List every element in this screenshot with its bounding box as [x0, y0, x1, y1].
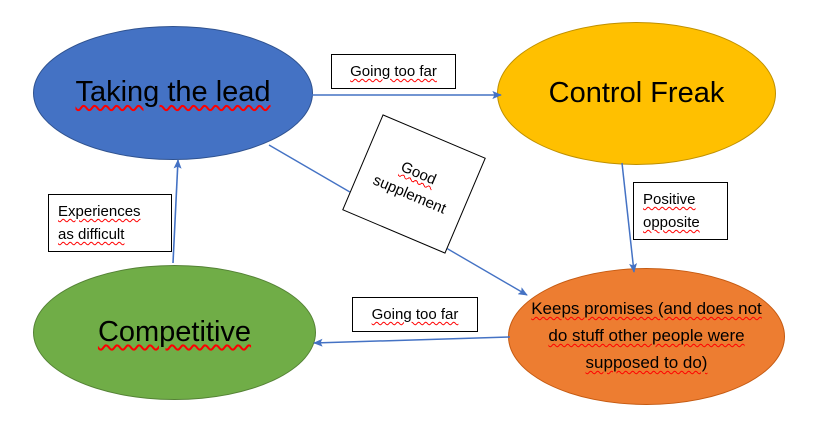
node-competitive[interactable]: Competitive — [33, 265, 316, 400]
node-keeps-promises-line-1: Keeps promises (and does not — [531, 299, 762, 319]
edge-label-good-supplement[interactable]: Good supplement — [342, 114, 486, 254]
edge-label-experiences-as-difficult[interactable]: Experiences as difficult — [48, 194, 172, 252]
node-taking-the-lead-label: Taking the lead — [75, 76, 271, 109]
edge-label-positive-opposite[interactable]: Positive opposite — [633, 182, 728, 240]
edge-label-going-too-far-top-text: Going too far — [350, 62, 437, 80]
arrow-competitive-to-lead — [172, 159, 182, 264]
edge-label-experiences-as-difficult-line-1: Experiences — [58, 202, 141, 220]
node-control-freak-label: Control Freak — [548, 76, 725, 109]
node-keeps-promises-line-2: do stuff other people were — [548, 326, 745, 346]
node-control-freak[interactable]: Control Freak — [497, 22, 776, 165]
edge-label-going-too-far-bottom-text: Going too far — [371, 305, 459, 323]
edge-label-positive-opposite-line-2: opposite — [643, 214, 700, 231]
edge-label-going-too-far-top[interactable]: Going too far — [331, 54, 456, 89]
node-keeps-promises[interactable]: Keeps promises (and does not do stuff ot… — [508, 268, 785, 405]
arrow-keeps-to-competitive — [313, 336, 511, 347]
edge-label-experiences-as-difficult-line-2: as difficult — [58, 226, 125, 243]
node-competitive-label: Competitive — [97, 315, 252, 348]
node-keeps-promises-line-3: supposed to do) — [585, 352, 708, 372]
node-taking-the-lead[interactable]: Taking the lead — [33, 26, 313, 160]
edge-label-going-too-far-bottom[interactable]: Going too far — [352, 297, 478, 332]
node-keeps-promises-label: Keeps promises (and does not do stuff ot… — [509, 296, 784, 377]
edge-label-positive-opposite-line-1: Positive — [643, 190, 696, 208]
